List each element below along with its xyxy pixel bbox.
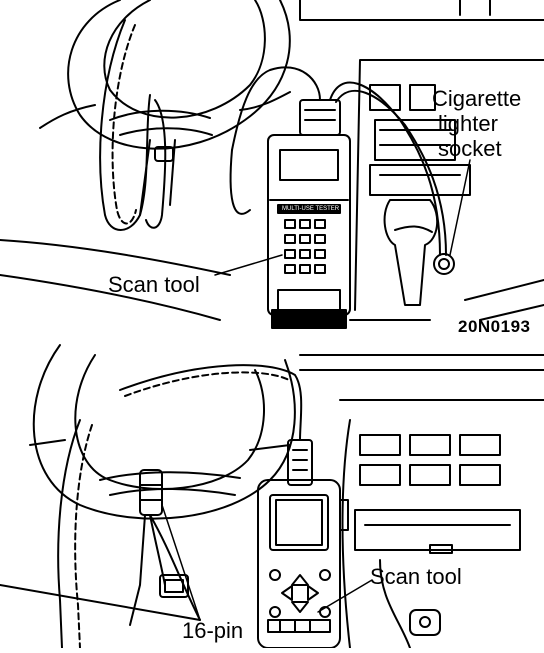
callout-scan-tool-bottom: Scan tool <box>370 564 462 589</box>
callout-cigarette-line2: lighter <box>438 111 498 136</box>
leader-scan-tool-top <box>214 254 283 276</box>
scan-tool-top <box>267 99 351 329</box>
bottom-panel <box>0 344 544 649</box>
scan-tool-keypad-top <box>284 219 326 274</box>
center-console-top <box>0 0 544 321</box>
callout-scan-tool-top: Scan tool <box>108 272 200 297</box>
scan-tool-bottom <box>257 439 349 649</box>
leader-scan-tool-bottom <box>317 579 373 613</box>
top-panel <box>0 0 544 329</box>
leader-16-pin <box>161 504 201 621</box>
leader-cigarette-socket <box>449 159 471 256</box>
callout-cigarette-line1: Cigarette <box>432 86 522 111</box>
callout-cigarette-line3: socket <box>438 136 502 161</box>
steering-wheel-top <box>39 0 291 216</box>
center-console-bottom <box>0 354 544 649</box>
figure-code: 20N0193 <box>458 317 531 336</box>
tester-brand-text: MULTI-USE TESTER <box>282 206 340 212</box>
scan-tool-arrow-keys-bottom <box>269 569 331 618</box>
harness-cable-top <box>99 19 447 256</box>
steering-wheel-bottom <box>29 344 296 520</box>
callout-16-pin: 16-pin <box>182 618 244 643</box>
harness-cable-bottom <box>57 364 303 649</box>
